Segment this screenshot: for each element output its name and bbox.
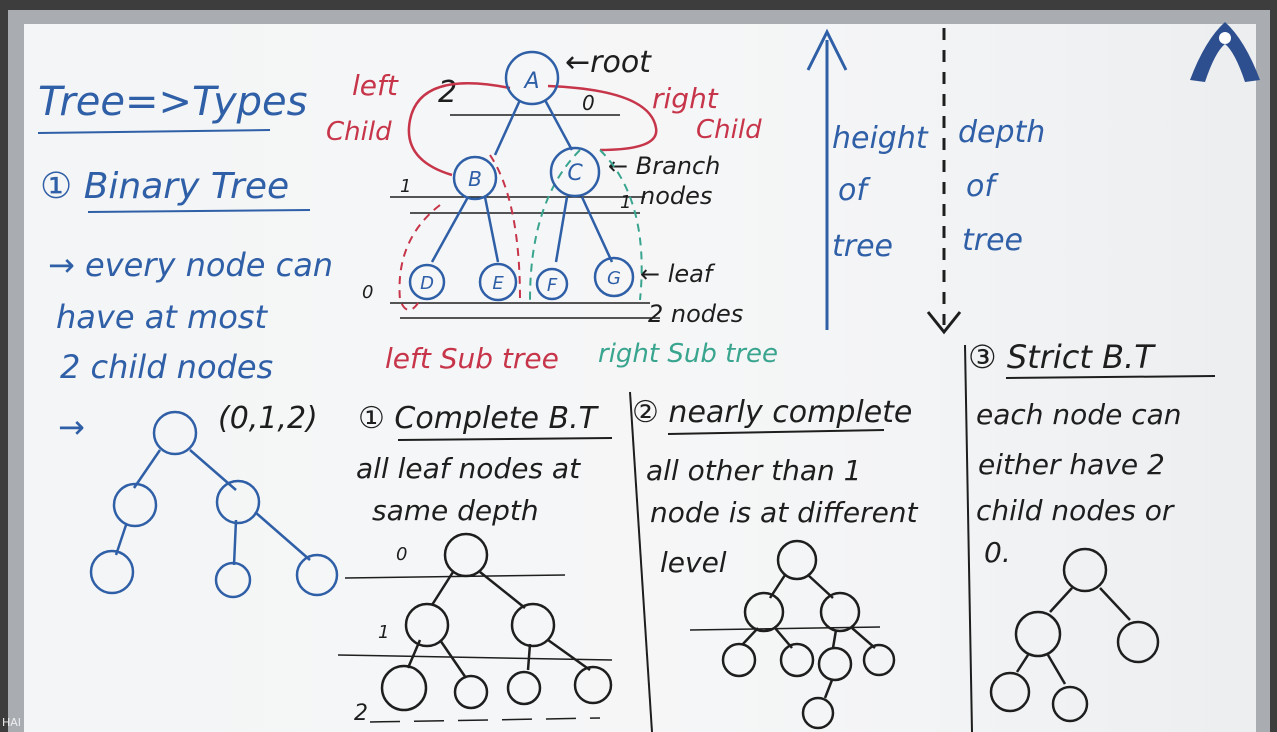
left-subtree-label: left Sub tree [385,342,559,375]
right-child-arrow [547,84,658,152]
height-label-1: height [832,121,929,156]
nearly-complete-heading: ② nearly complete [632,395,912,430]
svg-text:G: G [607,268,621,289]
level-mark: 1 [620,192,631,213]
strict-desc-2: either have 2 [978,448,1165,481]
nearly-desc-3: level [660,546,727,579]
svg-text:D: D [420,273,434,294]
svg-text:E: E [492,273,504,294]
svg-text:B: B [468,167,482,191]
binary-desc-3: 2 child nodes [60,348,273,386]
logo-icon [1190,22,1260,82]
nearly-desc-1: all other than 1 [646,454,861,487]
complete-desc-2: same depth [372,494,539,527]
zero-left-mark: 0 [362,282,373,303]
root-label: ←root [565,45,652,80]
left-child-label-1: left [352,69,399,102]
complete-bt-heading: ① Complete B.T [358,401,600,436]
tree-node-D: D [408,263,446,301]
complete-tree [380,532,613,712]
tree-node-A: A [504,50,560,106]
binary-desc-2: have at most [56,298,268,336]
height-label-3: tree [832,229,893,264]
title-text: Tree=>Types [38,79,308,125]
binary-desc-1: → every node can [48,246,333,284]
right-subtree-label: right Sub tree [598,339,778,369]
zero-mark: 0 [582,91,595,115]
depth-label-3: tree [962,223,1023,258]
svg-text:C: C [567,161,583,186]
binary-tree-example [89,410,339,599]
branch-label-2: nodes [640,182,712,210]
complete-desc-1: all leaf nodes at [356,452,581,485]
depth-label-1: depth [958,115,1045,150]
nearly-complete-tree [721,539,896,730]
level-0-mark: 0 [396,544,407,565]
level-two-label: 2 [438,75,457,110]
left-child-label-2: Child [326,117,392,147]
right-child-label-2: Child [696,115,762,145]
leaf-label-2: 2 nodes [648,300,743,328]
strict-desc-4: 0. [984,536,1011,569]
strict-bt-heading: ③ Strict B.T [968,338,1156,376]
strict-desc-1: each node can [976,398,1182,431]
strict-tree [989,547,1160,723]
arrow-text: → [58,408,85,446]
tree-node-E: E [478,262,518,302]
branch-label: ← Branch [608,152,720,180]
binary-tree-heading: ① Binary Tree [40,166,289,207]
height-label-2: of [838,173,871,208]
tree-node-F: F [535,267,569,301]
corner-label: HAI [2,716,22,729]
one-mark: 1 [400,176,411,197]
depth-label-2: of [966,169,999,204]
leaf-label: ← leaf [640,260,716,288]
child-count-text: (0,1,2) [218,401,318,436]
right-child-label-1: right [652,82,719,115]
tree-node-B: B [452,155,498,201]
svg-text:A: A [522,69,539,94]
svg-text:F: F [547,275,558,296]
strict-desc-3: child nodes or [976,494,1175,527]
nearly-desc-2: node is at different [650,496,919,529]
tree-node-C: C [549,146,601,198]
tree-node-G: G [593,256,635,298]
level-1-mark: 1 [378,622,389,643]
level-2-mark: 2 [354,701,368,726]
left-child-arrow [407,82,511,177]
